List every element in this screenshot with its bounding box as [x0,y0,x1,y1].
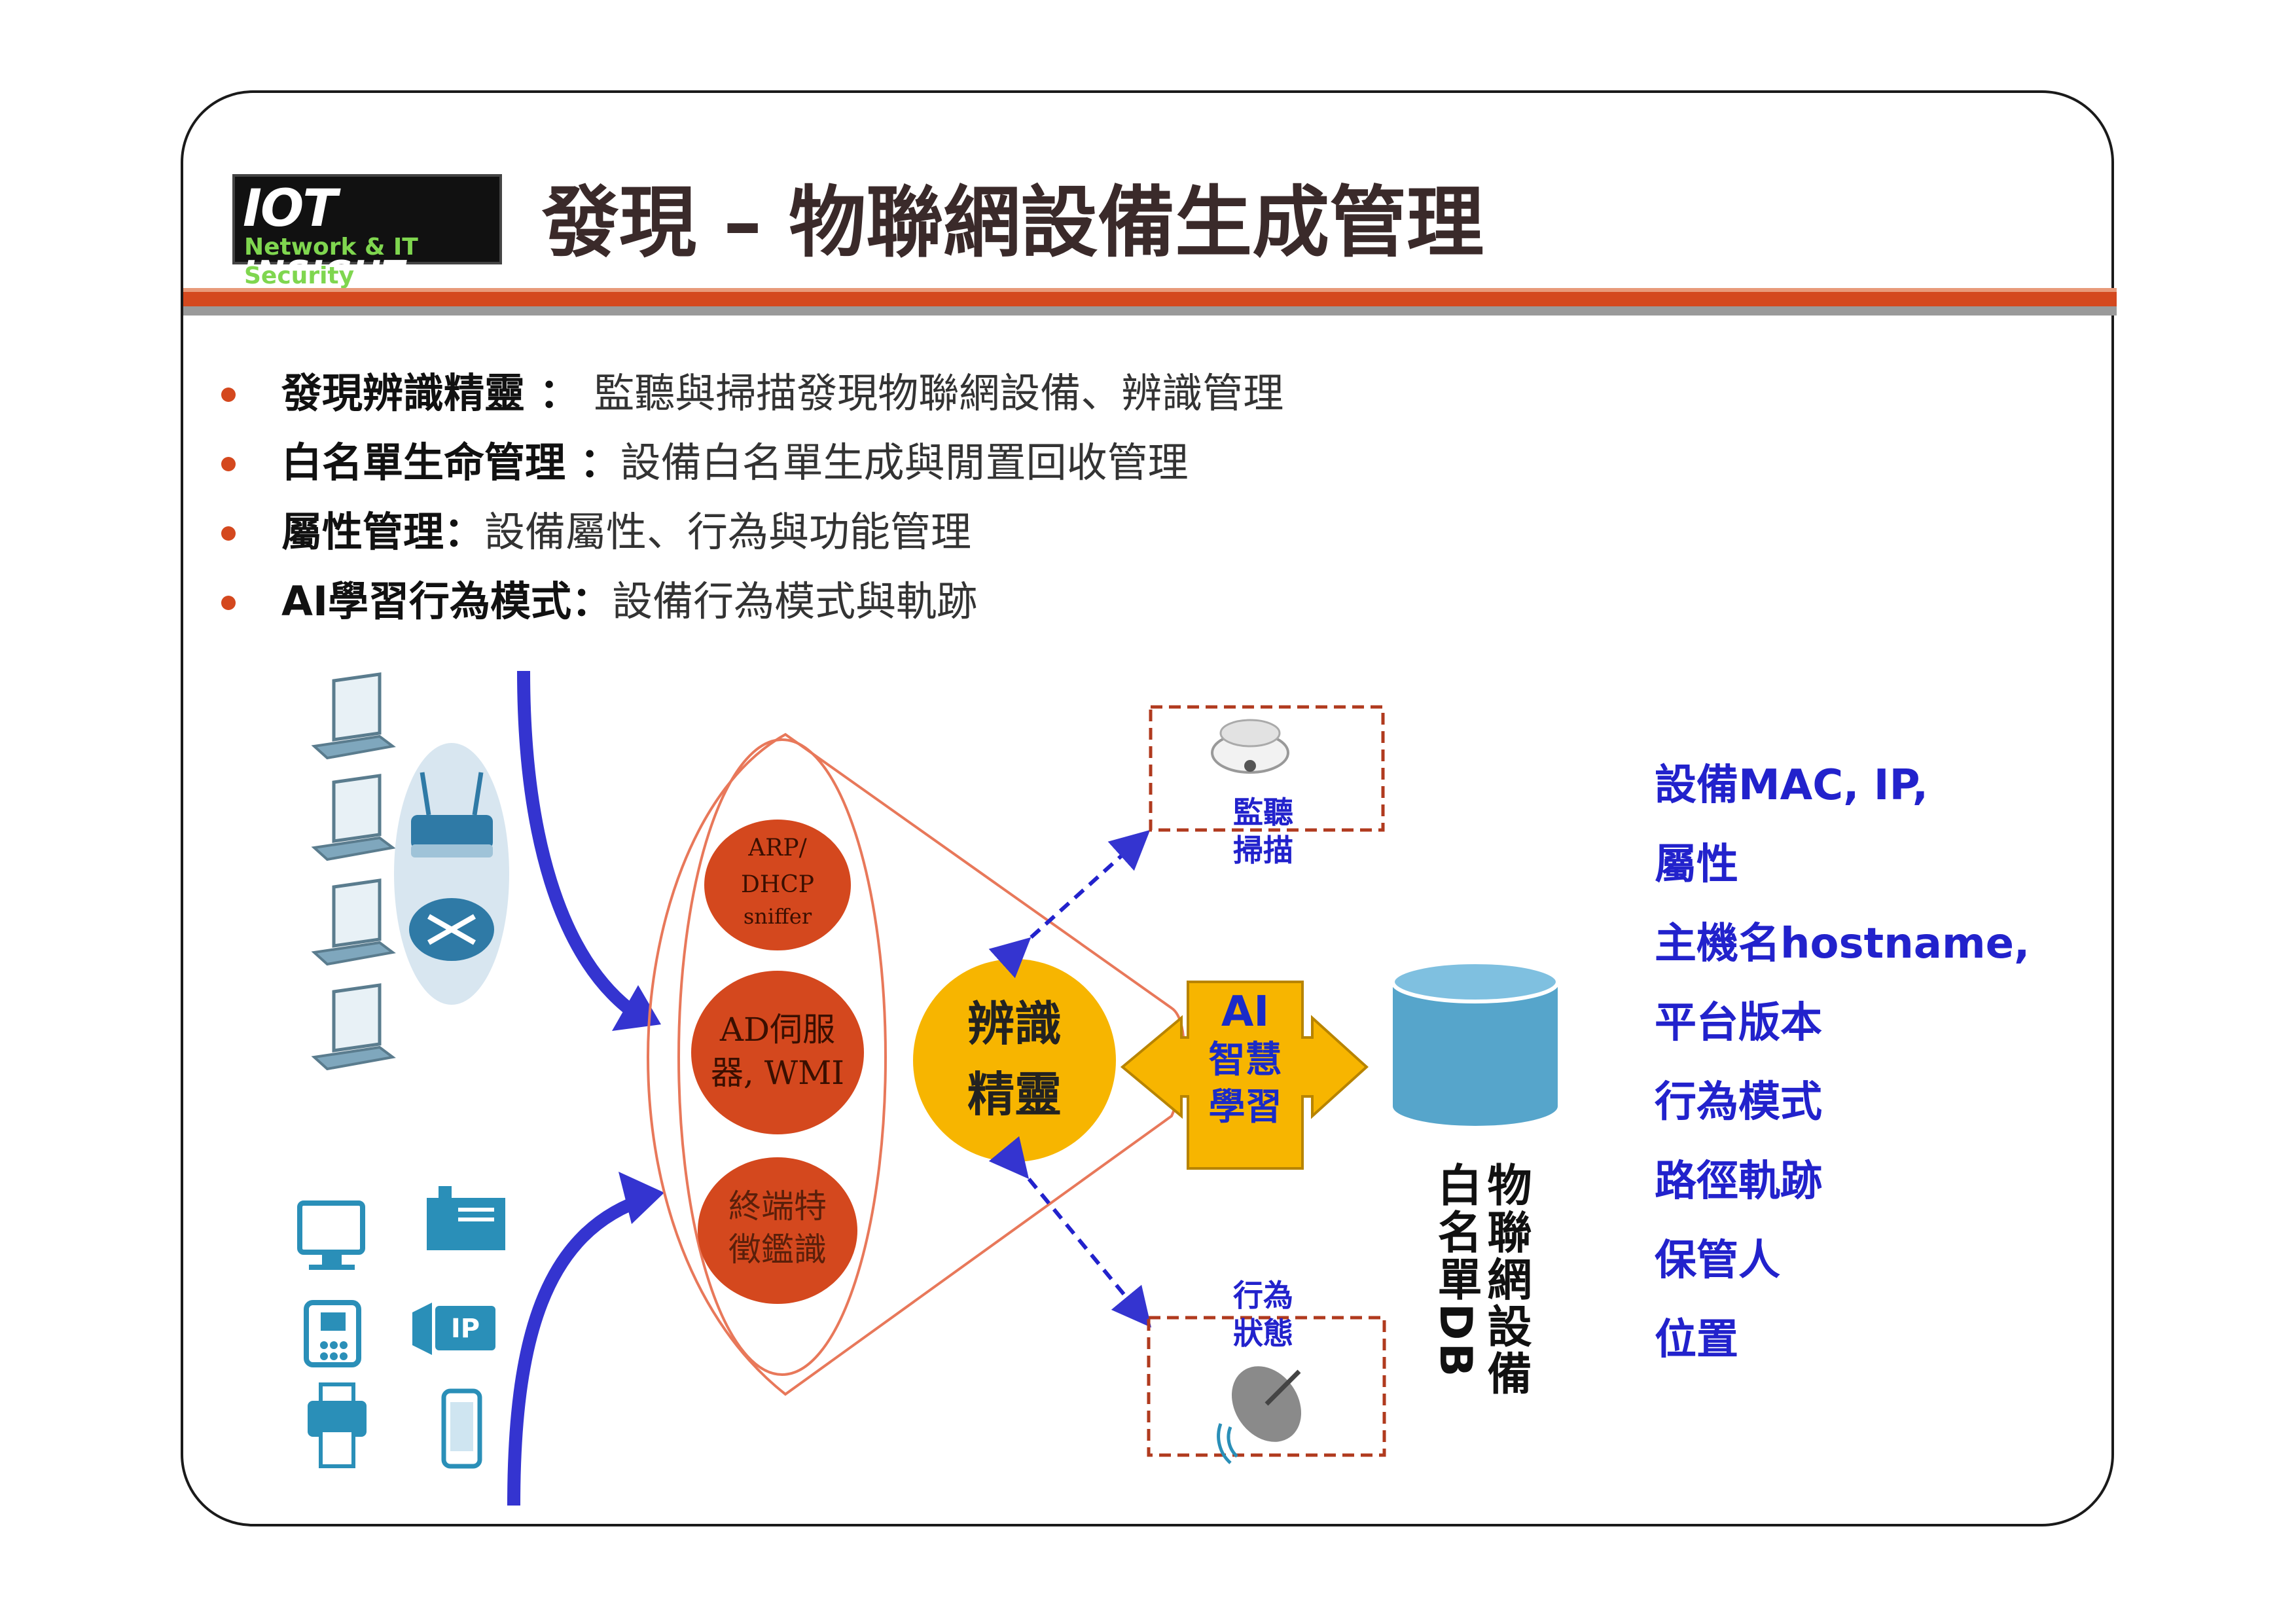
ip-camera-badge: IP [451,1314,480,1344]
attribute-item: 設備MAC, IP, [1655,761,1929,810]
ai-learning-arrow [1120,981,1369,1170]
attribute-item: 平台版本 [1655,999,1822,1047]
identification-wizard-node [913,959,1116,1162]
ad-server-wmi-node [691,971,864,1134]
db-label-line: 物聯網設備 [1479,1162,1531,1398]
desktop-monitor-icon [297,1200,365,1270]
behavior-state-label: 行為 狀態 [1211,1276,1316,1352]
title-divider-light [183,288,2117,292]
bullet-separator: ： [571,577,613,625]
bullet-item: 屬性管理：設備屬性、行為與功能管理 [216,497,1283,567]
whitelist-db-label: 物聯網設備 白名單DB [1429,1162,1531,1424]
page-title: 發現 – 物聯網設備生成管理 [542,177,1484,268]
arp-label-line: DHCP [740,871,815,898]
monitor-label-line: 掃描 [1233,833,1293,868]
laptop-icon [311,672,396,760]
ad-server-wmi-label: AD伺服 器, WMI [694,1008,861,1094]
bullet-term: 白名單生命管理 [281,439,566,486]
logo-tagline: Network & IT Security [244,234,418,289]
ip-camera-icon: IP [412,1303,495,1355]
slide-frame [181,90,2114,1526]
attribute-item: 路徑軌跡 [1655,1157,1822,1206]
bullet-dot-icon [221,457,236,471]
attribute-item: 位置 [1655,1316,1738,1364]
bullet-term: 發現辨識精靈 [281,369,526,417]
ad-label-line: AD伺服 [719,1011,836,1049]
wizard-label-line: 辨識 [967,996,1062,1051]
iot-insight-logo: IOT INSIGHT Network & IT Security [232,174,502,293]
device-attribute-list: 設備MAC, IP, 屬性 主機名hostname, 平台版本 行為模式 路徑軌… [1655,746,2030,1380]
ip-phone-icon [304,1300,361,1367]
ai-label-line: AI [1221,988,1270,1036]
endpoint-fingerprint-node [698,1157,857,1304]
laptop-icon [311,878,396,966]
behavior-label-line: 行為 [1233,1278,1293,1313]
identification-wizard-label: 辨識 精靈 [942,988,1086,1130]
bullet-description: 設備屬性、行為與功能管理 [484,508,972,556]
bullet-separator: ： [565,439,620,486]
wizard-label-line: 精靈 [967,1067,1062,1122]
monitor-scan-label: 監聽 掃描 [1211,793,1316,869]
satellite-dish-icon [1217,1366,1302,1464]
behavior-state-box [1147,1316,1386,1457]
endpoint-fingerprint-label: 終端特 徵鑑識 [700,1185,855,1271]
attribute-item: 保管人 [1655,1236,1780,1285]
mobile-phone-icon [441,1388,482,1469]
logo-brand-sub: INSIGHT [243,254,406,293]
arp-label-line: sniffer [743,904,812,929]
bullet-item: 發現辨識精靈 ： 監聽與掃描發現物聯網設備、辨識管理 [216,359,1283,428]
bullet-item: 白名單生命管理 ：設備白名單生成與閒置回收管理 [216,428,1283,497]
arp-dhcp-sniffer-label: ARP/ DHCP sniffer [713,830,842,929]
whitelist-database-icon [1391,960,1560,1126]
laptop-icon [311,983,396,1071]
arp-label-line: ARP/ [748,835,807,861]
ai-label-line: 學習 [1208,1086,1282,1128]
ai-learning-label: AI 智慧 學習 [1188,987,1302,1131]
wireless-router-icon [411,772,493,857]
laptop-icon [311,774,396,861]
ai-label-line: 智慧 [1208,1039,1282,1081]
feature-bullet-list: 發現辨識精靈 ： 監聽與掃描發現物聯網設備、辨識管理 白名單生命管理 ：設備白名… [216,359,1283,636]
collector-ellipse [677,738,887,1376]
smoke-detector-icon [1211,719,1289,774]
fingerprint-label-line: 徵鑑識 [728,1231,827,1269]
network-router-icon [409,898,494,961]
arp-dhcp-sniffer-node [704,820,851,950]
monitor-connector [988,829,1151,979]
db-label-line: 白名單DB [1429,1162,1481,1380]
bullet-dot-icon [221,388,236,402]
network-group-background [394,743,509,1005]
bullet-separator: ： [444,508,485,556]
title-divider-orange [183,292,2117,306]
behavior-connector [988,1136,1152,1328]
fax-machine-icon [427,1186,505,1250]
attribute-item: 行為模式 [1655,1078,1822,1127]
logo-brand-main: IOT [243,179,338,238]
bullet-item: AI學習行為模式：設備行為模式與軌跡 [216,567,1283,636]
monitor-label-line: 監聽 [1233,795,1293,830]
bullet-description: 監聽與掃描發現物聯網設備、辨識管理 [594,369,1284,417]
bullet-dot-icon [221,526,236,541]
behavior-label-line: 狀態 [1233,1316,1293,1351]
flow-arrowhead-bottom [619,1172,664,1224]
flow-arrow-top [517,670,645,1024]
bullet-description: 設備白名單生成與閒置回收管理 [620,439,1189,486]
bullet-description: 設備行為模式與軌跡 [612,577,978,625]
attribute-item: 屬性 [1655,840,1738,889]
bullet-separator: ： [525,369,594,417]
ad-label-line: 器, WMI [710,1054,845,1092]
printer-icon [308,1382,367,1468]
bullet-term: 屬性管理 [281,508,444,556]
attribute-item: 主機名hostname, [1655,920,2030,968]
bullet-term: AI學習行為模式 [281,577,572,625]
bullet-dot-icon [221,596,236,610]
fingerprint-label-line: 終端特 [728,1187,827,1225]
monitor-scan-box [1149,705,1385,832]
title-divider-gray [183,306,2117,316]
flow-arrow-bottom [507,1191,650,1506]
